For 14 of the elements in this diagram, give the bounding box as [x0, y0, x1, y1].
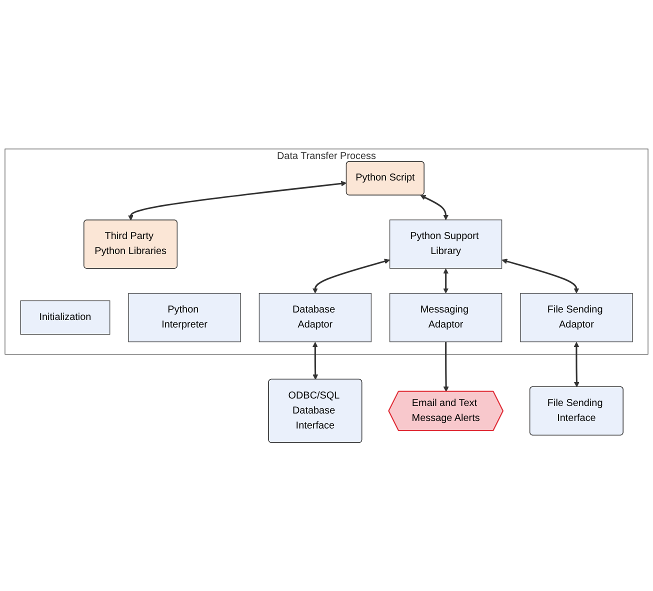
node-box: Initialization — [20, 300, 110, 334]
arrow — [312, 342, 318, 380]
node-box: File Sending Adaptor — [520, 292, 633, 342]
arrow — [128, 180, 347, 220]
arrow — [574, 342, 580, 387]
arrow — [443, 268, 449, 294]
arrow — [502, 258, 580, 294]
arrow — [312, 258, 390, 294]
node-box: Python Support Library — [390, 219, 502, 268]
arrow — [420, 194, 449, 220]
arrow — [443, 342, 449, 392]
node-box: Python Interpreter — [128, 292, 241, 342]
node-box: Messaging Adaptor — [390, 292, 502, 342]
node-box: Database Adaptor — [258, 292, 372, 342]
